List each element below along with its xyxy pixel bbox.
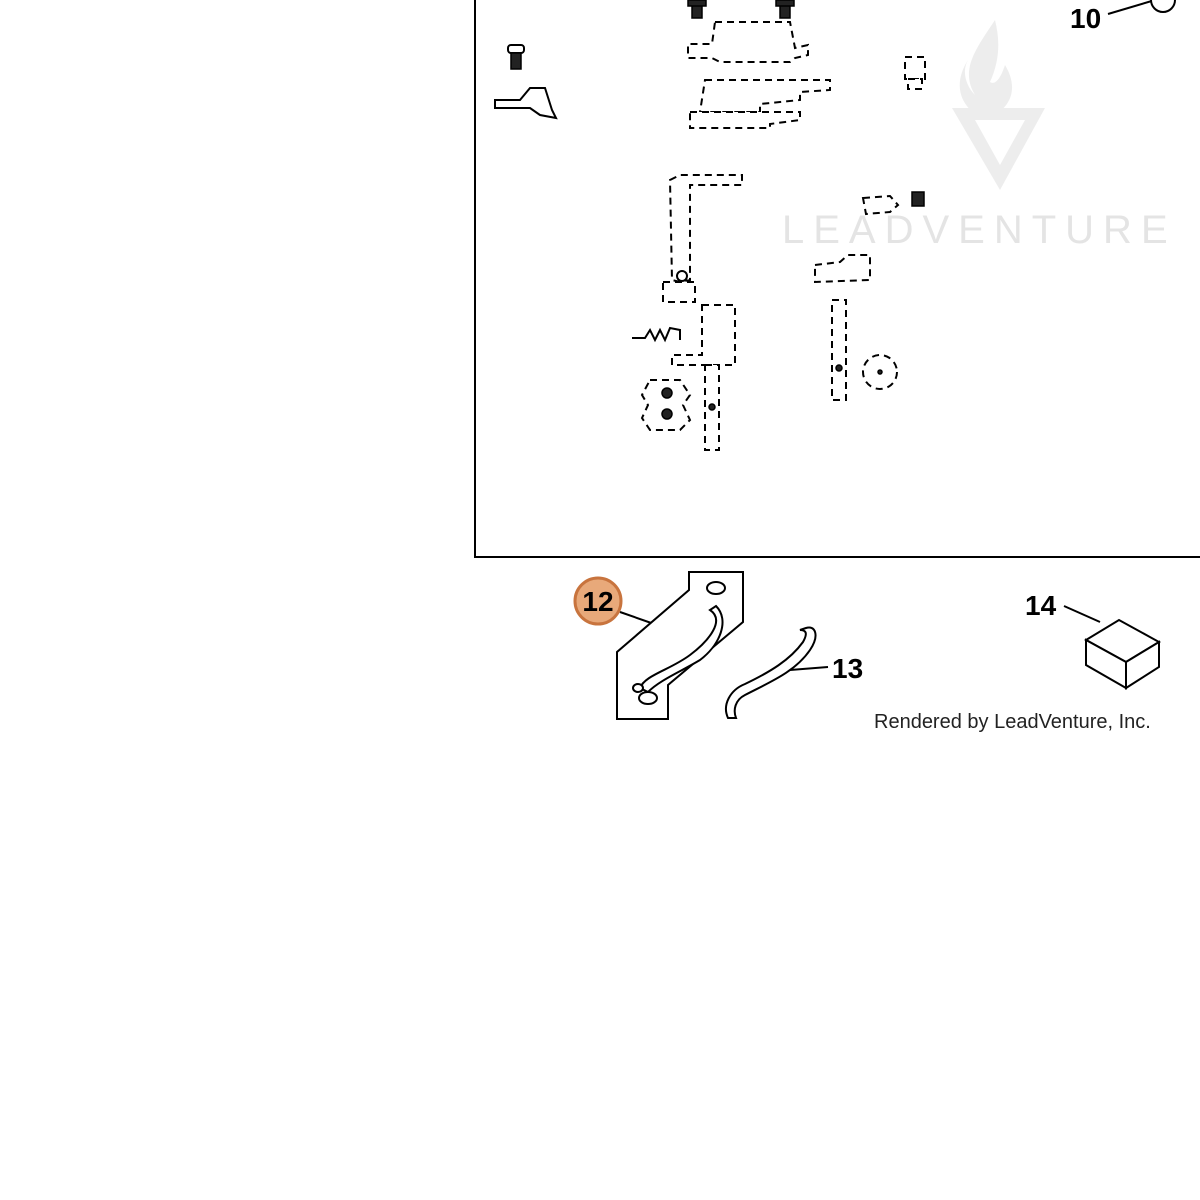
part-13-hose: 13 bbox=[725, 626, 863, 719]
part-14-box: 14 bbox=[1025, 590, 1161, 690]
spring bbox=[632, 326, 681, 343]
callout-10-label: 10 bbox=[1070, 3, 1101, 34]
linkage-arm bbox=[668, 174, 743, 284]
plate-lower bbox=[689, 111, 801, 129]
hose-12 bbox=[638, 604, 724, 694]
kit-frame bbox=[616, 571, 744, 720]
main-panel-frame bbox=[474, 0, 1200, 558]
choke-lever bbox=[861, 194, 900, 216]
choke-shaft bbox=[831, 299, 847, 401]
callout-12[interactable]: 12 bbox=[573, 576, 658, 626]
screw-left bbox=[691, 0, 703, 19]
fitting-right bbox=[904, 56, 926, 80]
upper-parts-group bbox=[494, 0, 926, 451]
shaft-bracket bbox=[671, 304, 736, 366]
callout-14-label: 14 bbox=[1025, 590, 1057, 621]
part-12-kit bbox=[616, 571, 744, 720]
bracket-clip bbox=[494, 87, 558, 120]
gasket-plate bbox=[698, 79, 831, 113]
callout-13-label: 13 bbox=[832, 653, 863, 684]
watermark-text: LEADVENTURE bbox=[782, 208, 1177, 252]
callout-12-label: 12 bbox=[582, 586, 613, 617]
throttle-plate bbox=[640, 379, 692, 431]
callout-12-highlight bbox=[573, 576, 623, 626]
carb-body bbox=[687, 21, 809, 63]
callout-10: 10 bbox=[1070, 0, 1176, 34]
render-credit: Rendered by LeadVenture, Inc. bbox=[874, 711, 1151, 733]
watermark-logo-icon bbox=[952, 20, 1045, 190]
screw-small bbox=[507, 44, 525, 54]
choke-body bbox=[814, 254, 871, 284]
screw-right bbox=[779, 0, 791, 19]
